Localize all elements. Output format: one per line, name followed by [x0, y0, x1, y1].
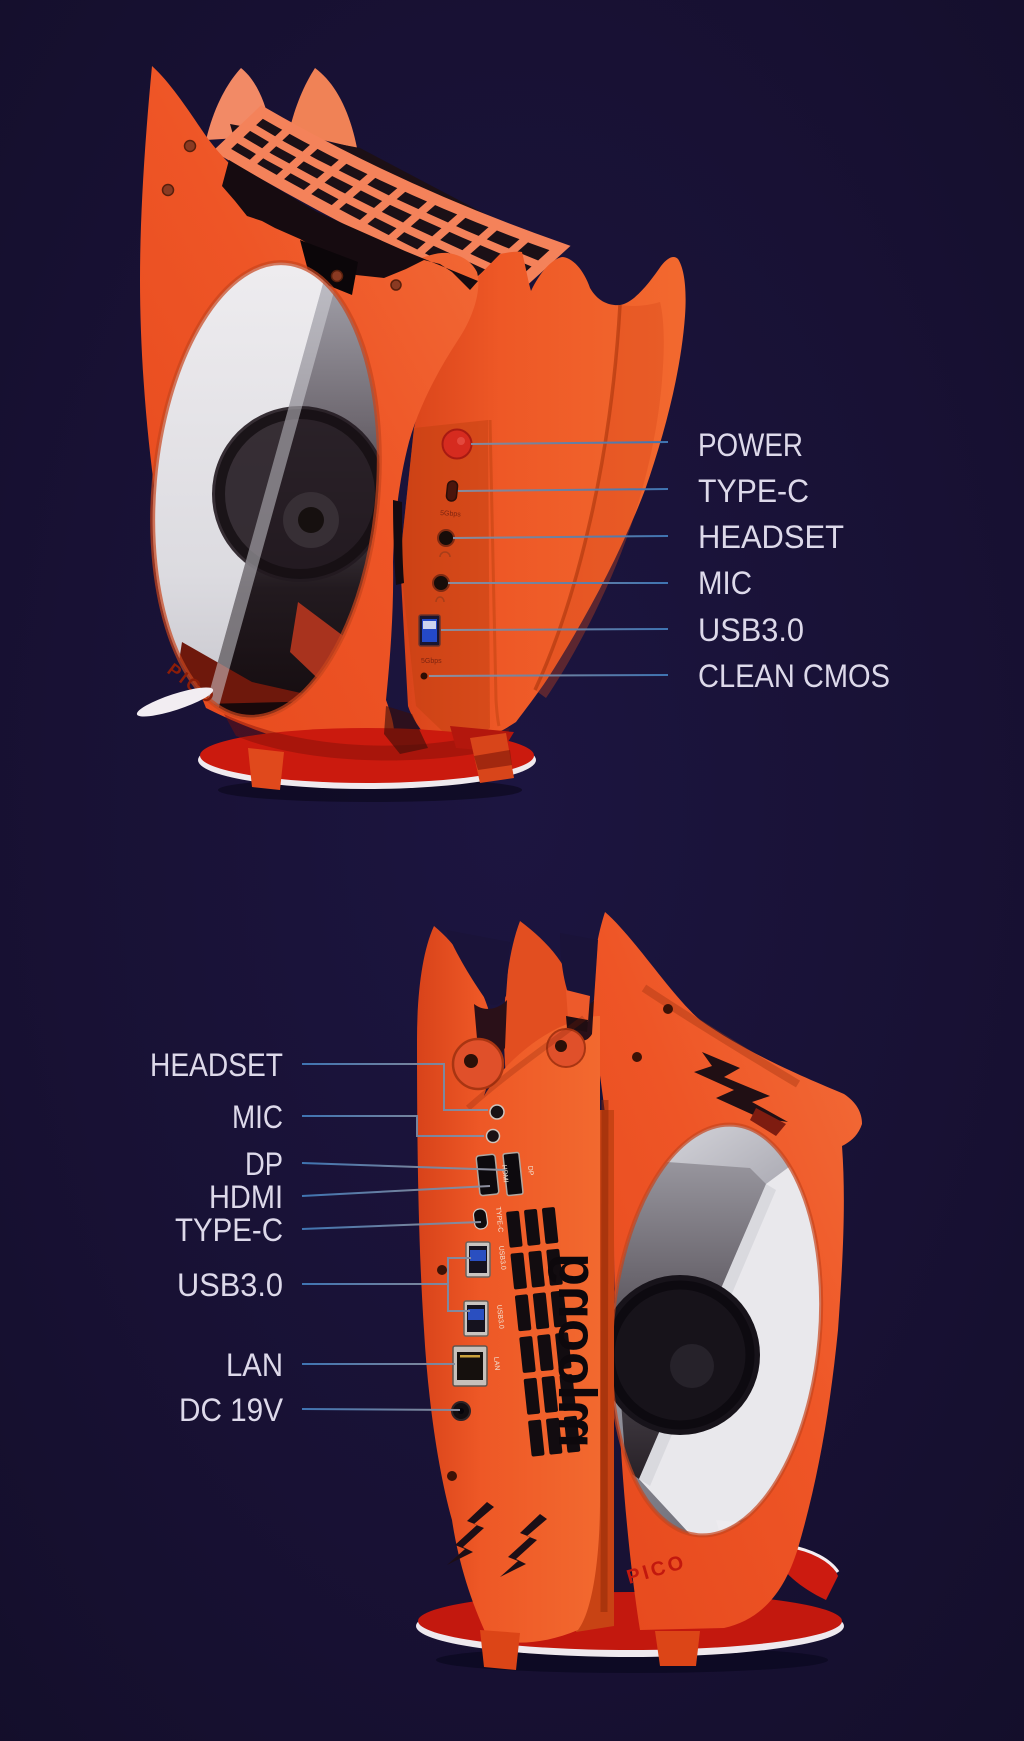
- svg-text:HDMI: HDMI: [500, 1164, 509, 1183]
- svg-text:MIC: MIC: [698, 565, 752, 601]
- svg-text:mloong: mloong: [547, 1253, 607, 1448]
- svg-text:TYPE-C: TYPE-C: [175, 1212, 283, 1248]
- svg-text:USB3.0: USB3.0: [495, 1304, 504, 1329]
- svg-text:HDMI: HDMI: [209, 1179, 283, 1215]
- svg-text:TYPE-C: TYPE-C: [698, 473, 809, 509]
- svg-text:DP: DP: [526, 1165, 534, 1176]
- svg-text:5Gbps: 5Gbps: [421, 658, 442, 665]
- svg-text:USB3.0: USB3.0: [698, 612, 804, 648]
- svg-text:POWER: POWER: [698, 427, 803, 463]
- svg-text:LAN: LAN: [226, 1347, 283, 1383]
- svg-text:HEADSET: HEADSET: [150, 1047, 283, 1083]
- svg-text:USB3.0: USB3.0: [497, 1245, 506, 1270]
- svg-text:USB3.0: USB3.0: [177, 1267, 283, 1303]
- svg-text:DP: DP: [245, 1146, 283, 1182]
- svg-text:DC 19V: DC 19V: [179, 1392, 284, 1428]
- svg-text:TYPE-C: TYPE-C: [494, 1206, 504, 1232]
- svg-text:5Gbps: 5Gbps: [440, 510, 462, 518]
- svg-text:MIC: MIC: [232, 1099, 283, 1135]
- svg-text:CLEAN CMOS: CLEAN CMOS: [698, 658, 890, 694]
- svg-text:HEADSET: HEADSET: [698, 519, 844, 555]
- svg-text:LAN: LAN: [492, 1356, 500, 1370]
